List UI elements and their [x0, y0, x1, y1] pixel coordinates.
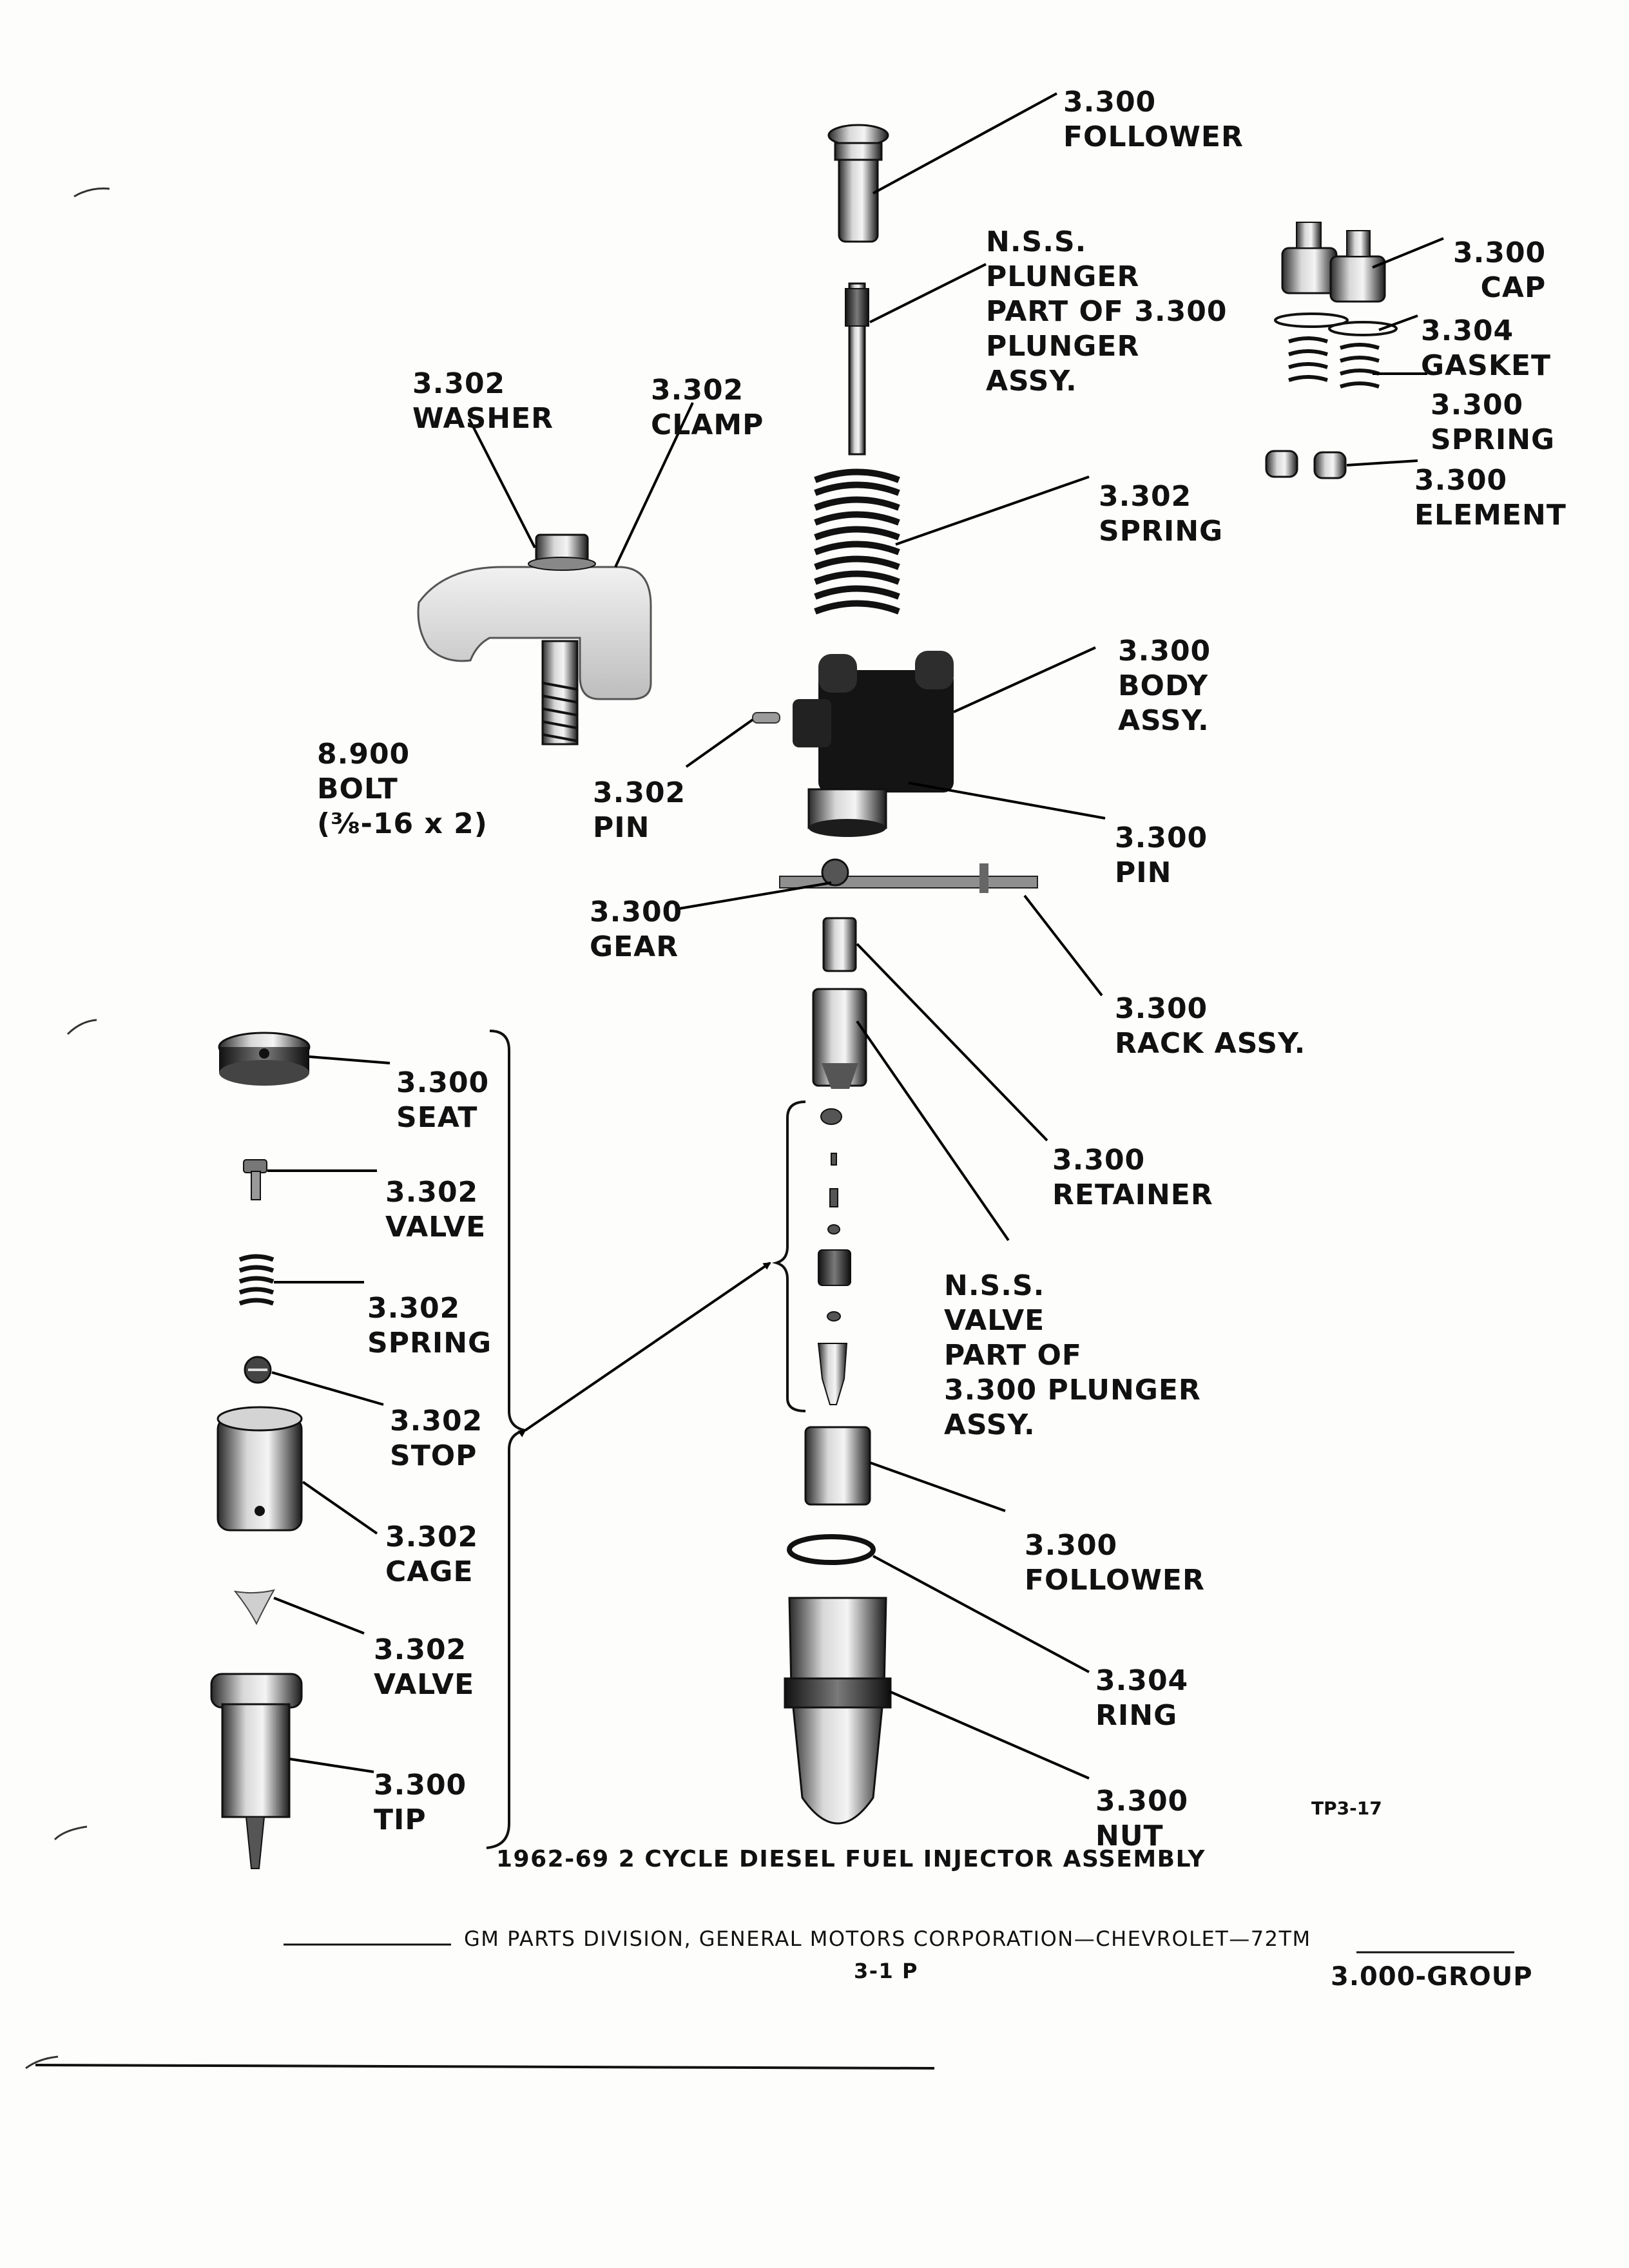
clamp-part: [417, 566, 652, 700]
footer-group: 3.000-GROUP: [1331, 1962, 1533, 1992]
bolt-part: [541, 640, 579, 745]
figure-caption: 1962-69 2 CYCLE DIESEL FUEL INJECTOR ASS…: [496, 1846, 1206, 1872]
leader-lines: [267, 92, 1444, 1780]
follower-bottom-part: [804, 1426, 871, 1506]
seat-part: [218, 1032, 311, 1086]
spring-right-part: [1288, 336, 1380, 389]
footer-page: 3-1 P: [854, 1959, 918, 1983]
footer-division: GM PARTS DIVISION, GENERAL MOTORS CORPOR…: [464, 1927, 1311, 1951]
footer-rules: [35, 1943, 1514, 2070]
retainer-part: [822, 917, 857, 972]
plunger-part: [845, 282, 869, 456]
tip-part: [210, 1673, 303, 1869]
small-valve-parts: [817, 1108, 851, 1405]
follower-top-part: [827, 124, 889, 243]
cap-part: [1281, 222, 1386, 303]
bushing-part: [812, 988, 867, 1089]
gasket-part: [1274, 312, 1398, 336]
body-assy-part: [793, 651, 954, 837]
valve-bracket: [771, 1100, 806, 1412]
element-part: [1265, 450, 1347, 479]
washer-part: [528, 533, 596, 571]
spring-small-part: [238, 1254, 275, 1306]
gear-rack-part: [779, 858, 1038, 893]
left-bracket: [486, 1030, 526, 1849]
cage-part: [217, 1406, 303, 1532]
ring-part: [787, 1534, 876, 1565]
nut-part: [784, 1597, 892, 1825]
valve-1-part: [243, 1159, 267, 1200]
figure-code: TP3-17: [1311, 1798, 1382, 1819]
scan-marks: [25, 187, 110, 2070]
pin-left-part: [752, 712, 780, 724]
stop-part: [244, 1356, 272, 1384]
valve-2-part: [233, 1589, 275, 1626]
main-spring-part: [814, 468, 900, 615]
